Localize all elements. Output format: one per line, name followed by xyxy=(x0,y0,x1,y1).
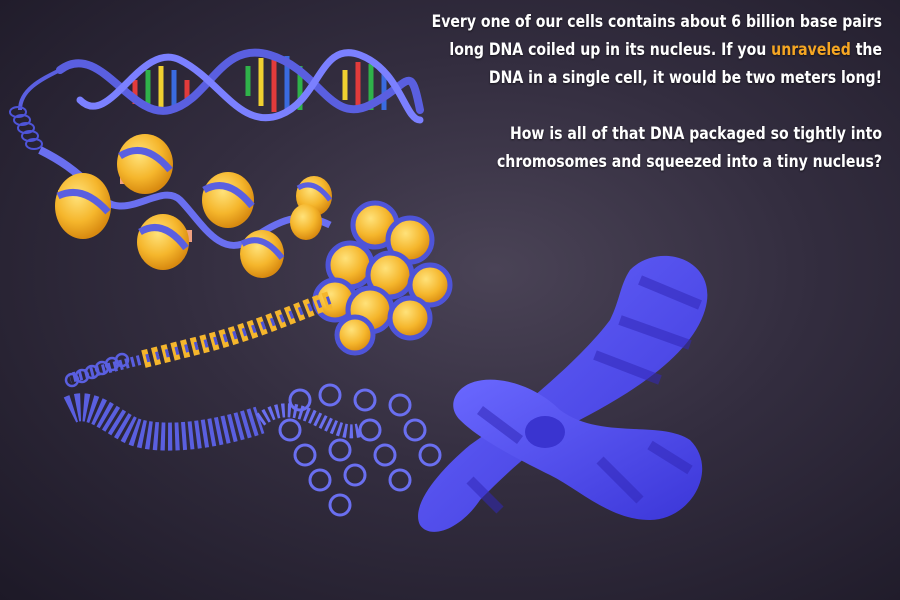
nucleosome-chain xyxy=(55,134,333,278)
chromosome xyxy=(418,255,708,532)
chromatin-cluster xyxy=(312,200,453,356)
condensed-fiber xyxy=(63,393,363,451)
intro-text: Every one of our cells contains about 6 … xyxy=(422,8,882,176)
chromatin-loops xyxy=(64,352,130,388)
highlight-word: unraveled xyxy=(771,40,851,60)
fact-text-start: Every one of our cells contains about 6 … xyxy=(431,12,882,60)
dna-double-helix xyxy=(18,48,424,124)
fact-text-end: the DNA in a single cell, it would be tw… xyxy=(488,40,882,88)
fact-paragraph: Every one of our cells contains about 6 … xyxy=(422,8,882,92)
question-paragraph: How is all of that DNA packaged so tight… xyxy=(496,124,882,172)
looped-chromatin xyxy=(278,383,442,517)
